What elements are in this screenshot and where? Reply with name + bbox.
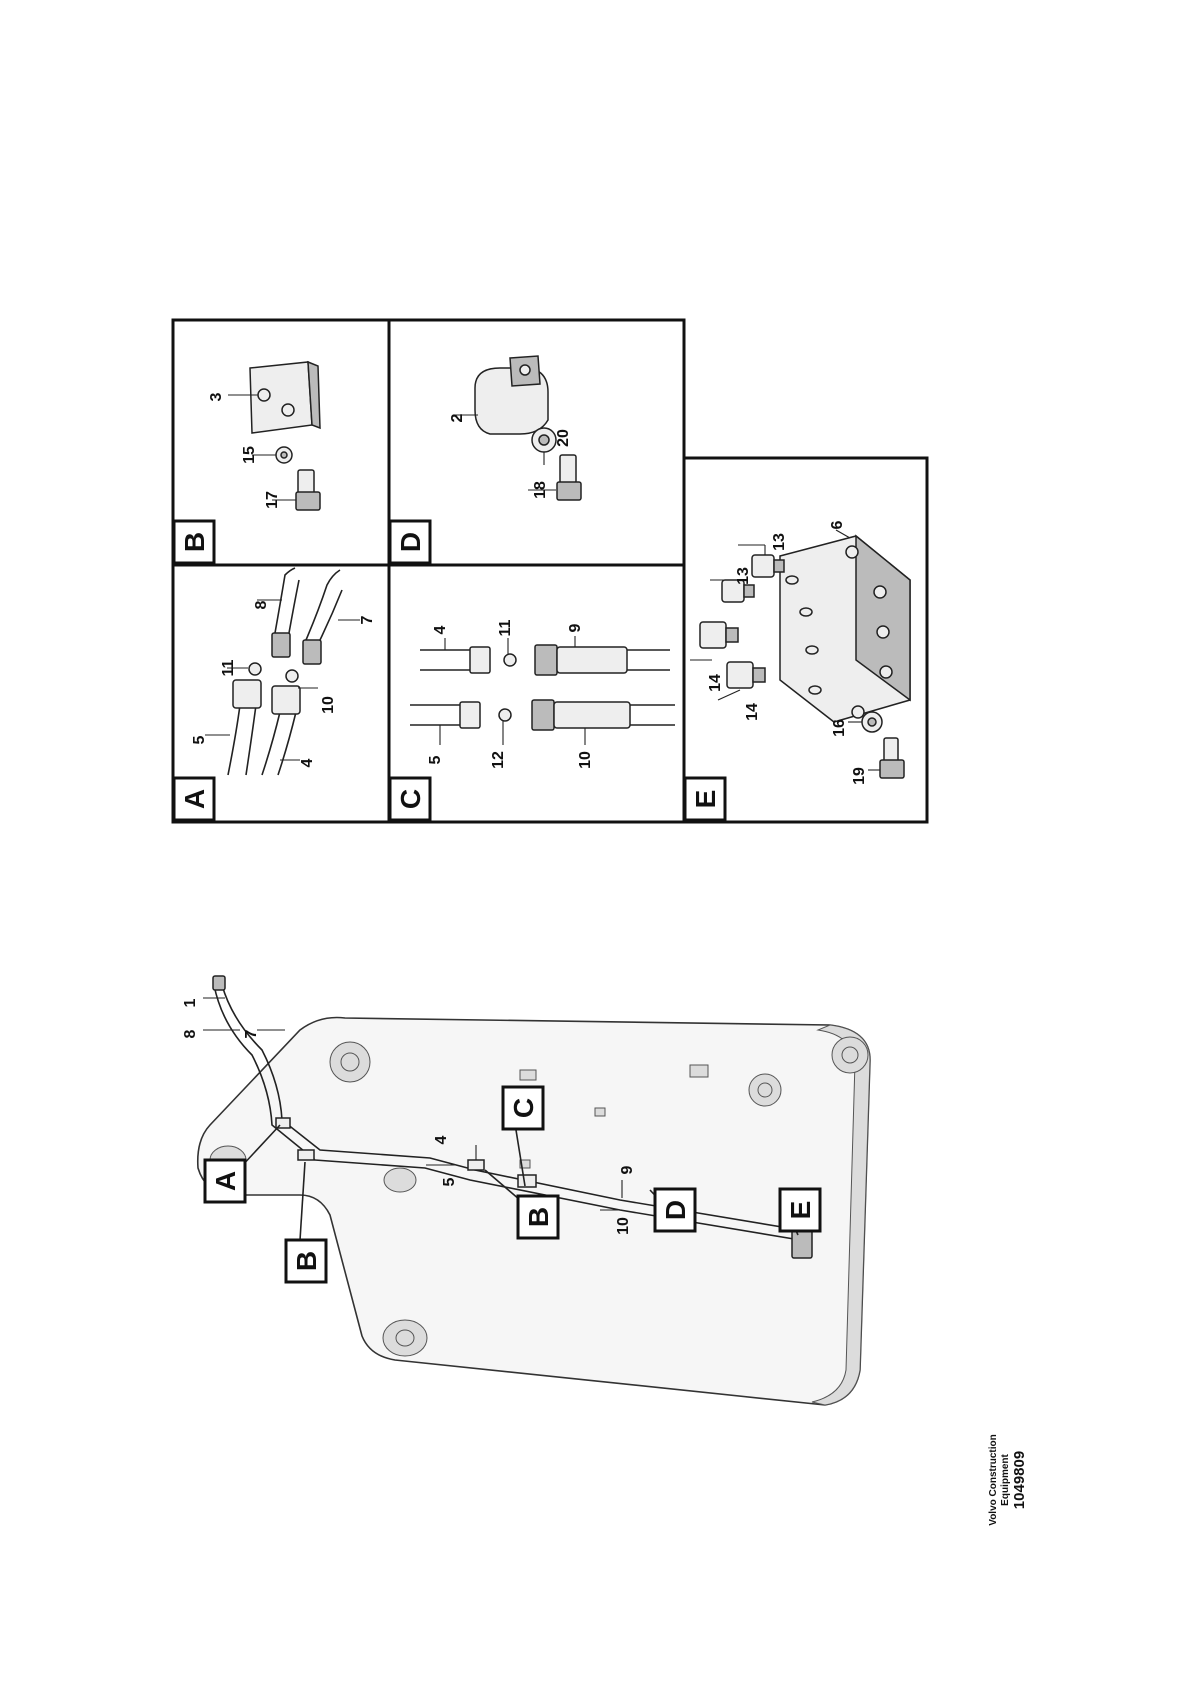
svg-text:E: E [690, 790, 721, 809]
panel-c-callout-9: 9 [567, 623, 584, 632]
overview-label-d: D [653, 1187, 697, 1233]
credit-block: Volvo Construction Equipment 1049809 [988, 1434, 1028, 1525]
panel-a-callout-8: 8 [253, 600, 270, 609]
panel-d-callout-18: 18 [532, 481, 549, 499]
panel-e-drawing [690, 529, 911, 779]
svg-text:C: C [508, 1098, 539, 1118]
panel-b-callout-17: 17 [264, 491, 281, 509]
panel-d-callout-20: 20 [555, 429, 572, 447]
panel-e-callout-14b: 14 [744, 703, 761, 721]
panel-e-frame [682, 456, 929, 824]
panel-b-callout-3: 3 [208, 392, 225, 401]
panel-c-callout-5: 5 [427, 755, 444, 764]
svg-text:C: C [395, 789, 426, 809]
panel-e-callout-19: 19 [851, 767, 868, 785]
panel-d-label: D [388, 519, 432, 565]
panel-a-drawing [205, 567, 360, 776]
svg-text:E: E [785, 1201, 816, 1220]
panel-e-callout-14a: 14 [707, 674, 724, 692]
overview-label-e: E [778, 1187, 822, 1233]
overview-label-b-upper: B [516, 1194, 560, 1240]
panel-a-callout-10: 10 [320, 696, 337, 714]
panel-a-callout-4: 4 [299, 758, 316, 767]
svg-text:D: D [395, 532, 426, 552]
overview-callout-5: 5 [441, 1177, 458, 1186]
hose-7 [221, 984, 801, 1231]
svg-text:B: B [179, 532, 210, 552]
overview-label-c: C [501, 1085, 545, 1131]
panel-c-label: C [388, 776, 432, 822]
panel-e-callout-16: 16 [831, 719, 848, 737]
panel-d-drawing [455, 355, 582, 501]
svg-text:B: B [523, 1207, 554, 1227]
boom-overview [196, 975, 871, 1406]
panel-e-callout-6: 6 [829, 520, 846, 529]
panel-e-callout-13a: 13 [771, 533, 788, 551]
panel-a-callout-7: 7 [359, 615, 376, 624]
svg-text:A: A [210, 1171, 241, 1191]
drawing-number: 1049809 [1011, 1451, 1028, 1509]
overview-label-a: A [203, 1158, 247, 1204]
overview-callout-10: 10 [615, 1217, 632, 1235]
panel-c-callout-4: 4 [432, 625, 449, 634]
svg-text:B: B [291, 1251, 322, 1271]
panel-e-callout-13b: 13 [735, 567, 752, 585]
panel-c-callout-12: 12 [490, 751, 507, 769]
panel-c-frame [387, 563, 686, 824]
panel-c-drawing [410, 636, 675, 745]
panel-e-label: E [683, 776, 727, 822]
credit-company-line1: Volvo Construction [988, 1434, 999, 1525]
panel-d-callout-2: 2 [449, 413, 466, 422]
panel-a-callout-5: 5 [191, 735, 208, 744]
overview-callout-7: 7 [243, 1029, 260, 1038]
svg-text:A: A [179, 789, 210, 809]
credit-company-line2: Equipment [1000, 1454, 1011, 1506]
svg-text:D: D [660, 1200, 691, 1220]
panel-b-label: B [172, 519, 216, 565]
panel-a-callout-11: 11 [220, 659, 237, 676]
panel-b-callout-15: 15 [241, 446, 258, 464]
panel-b-drawing [228, 360, 321, 511]
panel-a-label: A [172, 776, 216, 822]
overview-callout-4: 4 [433, 1135, 450, 1144]
panel-c-callout-11: 11 [497, 619, 514, 636]
overview-callout-9: 9 [619, 1165, 636, 1174]
hose-8 [213, 984, 801, 1241]
detail-panels: A B C D E [171, 318, 929, 824]
panel-c-callout-10: 10 [577, 751, 594, 769]
overview-label-b-lower: B [284, 1238, 328, 1284]
overview-callout-1: 1 [182, 998, 199, 1007]
panel-d-frame [387, 318, 686, 567]
overview-callout-8: 8 [182, 1029, 199, 1038]
